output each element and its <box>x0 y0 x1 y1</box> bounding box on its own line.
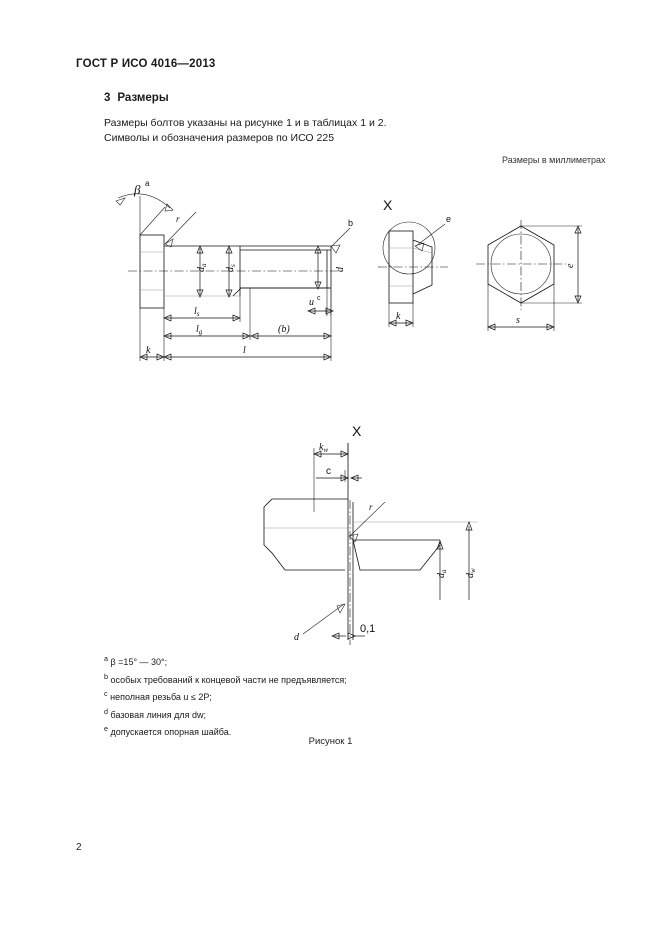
label-u-superscript: c <box>317 295 321 302</box>
detail-marker-x-top: X <box>383 197 393 213</box>
page-number: 2 <box>76 842 82 853</box>
footnote-text-d: базовая линия для dw; <box>110 709 206 720</box>
paragraph-line-2: Символы и обозначения размеров по ИСО 22… <box>104 132 335 144</box>
label-ds: ds <box>225 264 237 272</box>
label-k: k <box>146 345 151 356</box>
paragraph-line-1: Размеры болтов указаны на рисунке 1 и в … <box>104 117 387 129</box>
head-side-view: X e k <box>378 197 451 327</box>
label-d-detail: d <box>294 632 300 643</box>
figure-caption: Рисунок 1 <box>308 736 353 747</box>
label-b-paren: (b) <box>278 324 290 335</box>
detail-view-x: X <box>263 423 478 645</box>
footnote-mark-c: c <box>104 689 108 699</box>
label-beta: β <box>133 182 141 197</box>
footnote-text-e: допускается опорная шайба. <box>110 727 232 738</box>
label-da-detail: da <box>436 569 448 578</box>
label-e-side: e <box>446 214 451 224</box>
section-title-text: Размеры <box>117 92 169 104</box>
section-number: 3 <box>104 92 111 104</box>
label-ls: ls <box>194 306 200 318</box>
label-u: u <box>309 297 314 308</box>
footnote-text-c: неполная резьба u ≤ 2P; <box>110 692 212 703</box>
footnote-text-a: β =15° — 30°; <box>110 657 168 667</box>
label-beta-superscript: a <box>145 179 150 188</box>
footnote-mark-d: d <box>104 706 108 716</box>
label-b: b <box>348 218 353 228</box>
label-s-hex: s <box>516 315 520 326</box>
section-paragraph: Размеры болтов указаны на рисунке 1 и в … <box>104 116 524 146</box>
label-e-hex: e <box>565 263 576 268</box>
footnote-mark-a: a <box>104 654 108 663</box>
label-dw-detail: dw <box>465 568 477 578</box>
label-k-side: k <box>396 311 401 322</box>
label-c: c <box>326 466 331 477</box>
label-radius-r: r <box>176 214 180 224</box>
label-lg: lg <box>196 324 203 336</box>
label-kw: kw <box>319 442 328 454</box>
footnote-mark-e: e <box>104 724 108 734</box>
main-bolt-side-view: β a r b da ds d u c ls lg (b) k l <box>115 179 353 361</box>
section-heading: 3 Размеры <box>104 92 169 104</box>
head-hexagon-view: e s <box>476 220 582 331</box>
label-da: da <box>196 263 208 272</box>
units-note: Размеры в миллиметрах <box>502 155 606 165</box>
label-d: d <box>335 266 346 272</box>
detail-marker-x-bottom: X <box>352 423 362 439</box>
label-tolerance: 0,1 <box>360 623 375 635</box>
label-r-detail: r <box>369 502 373 512</box>
footnote-mark-b: b <box>104 671 108 681</box>
footnote-text-b: особых требований к концевой части не пр… <box>110 674 347 685</box>
label-l: l <box>243 345 246 356</box>
standard-header: ГОСТ Р ИСО 4016—2013 <box>76 58 216 70</box>
